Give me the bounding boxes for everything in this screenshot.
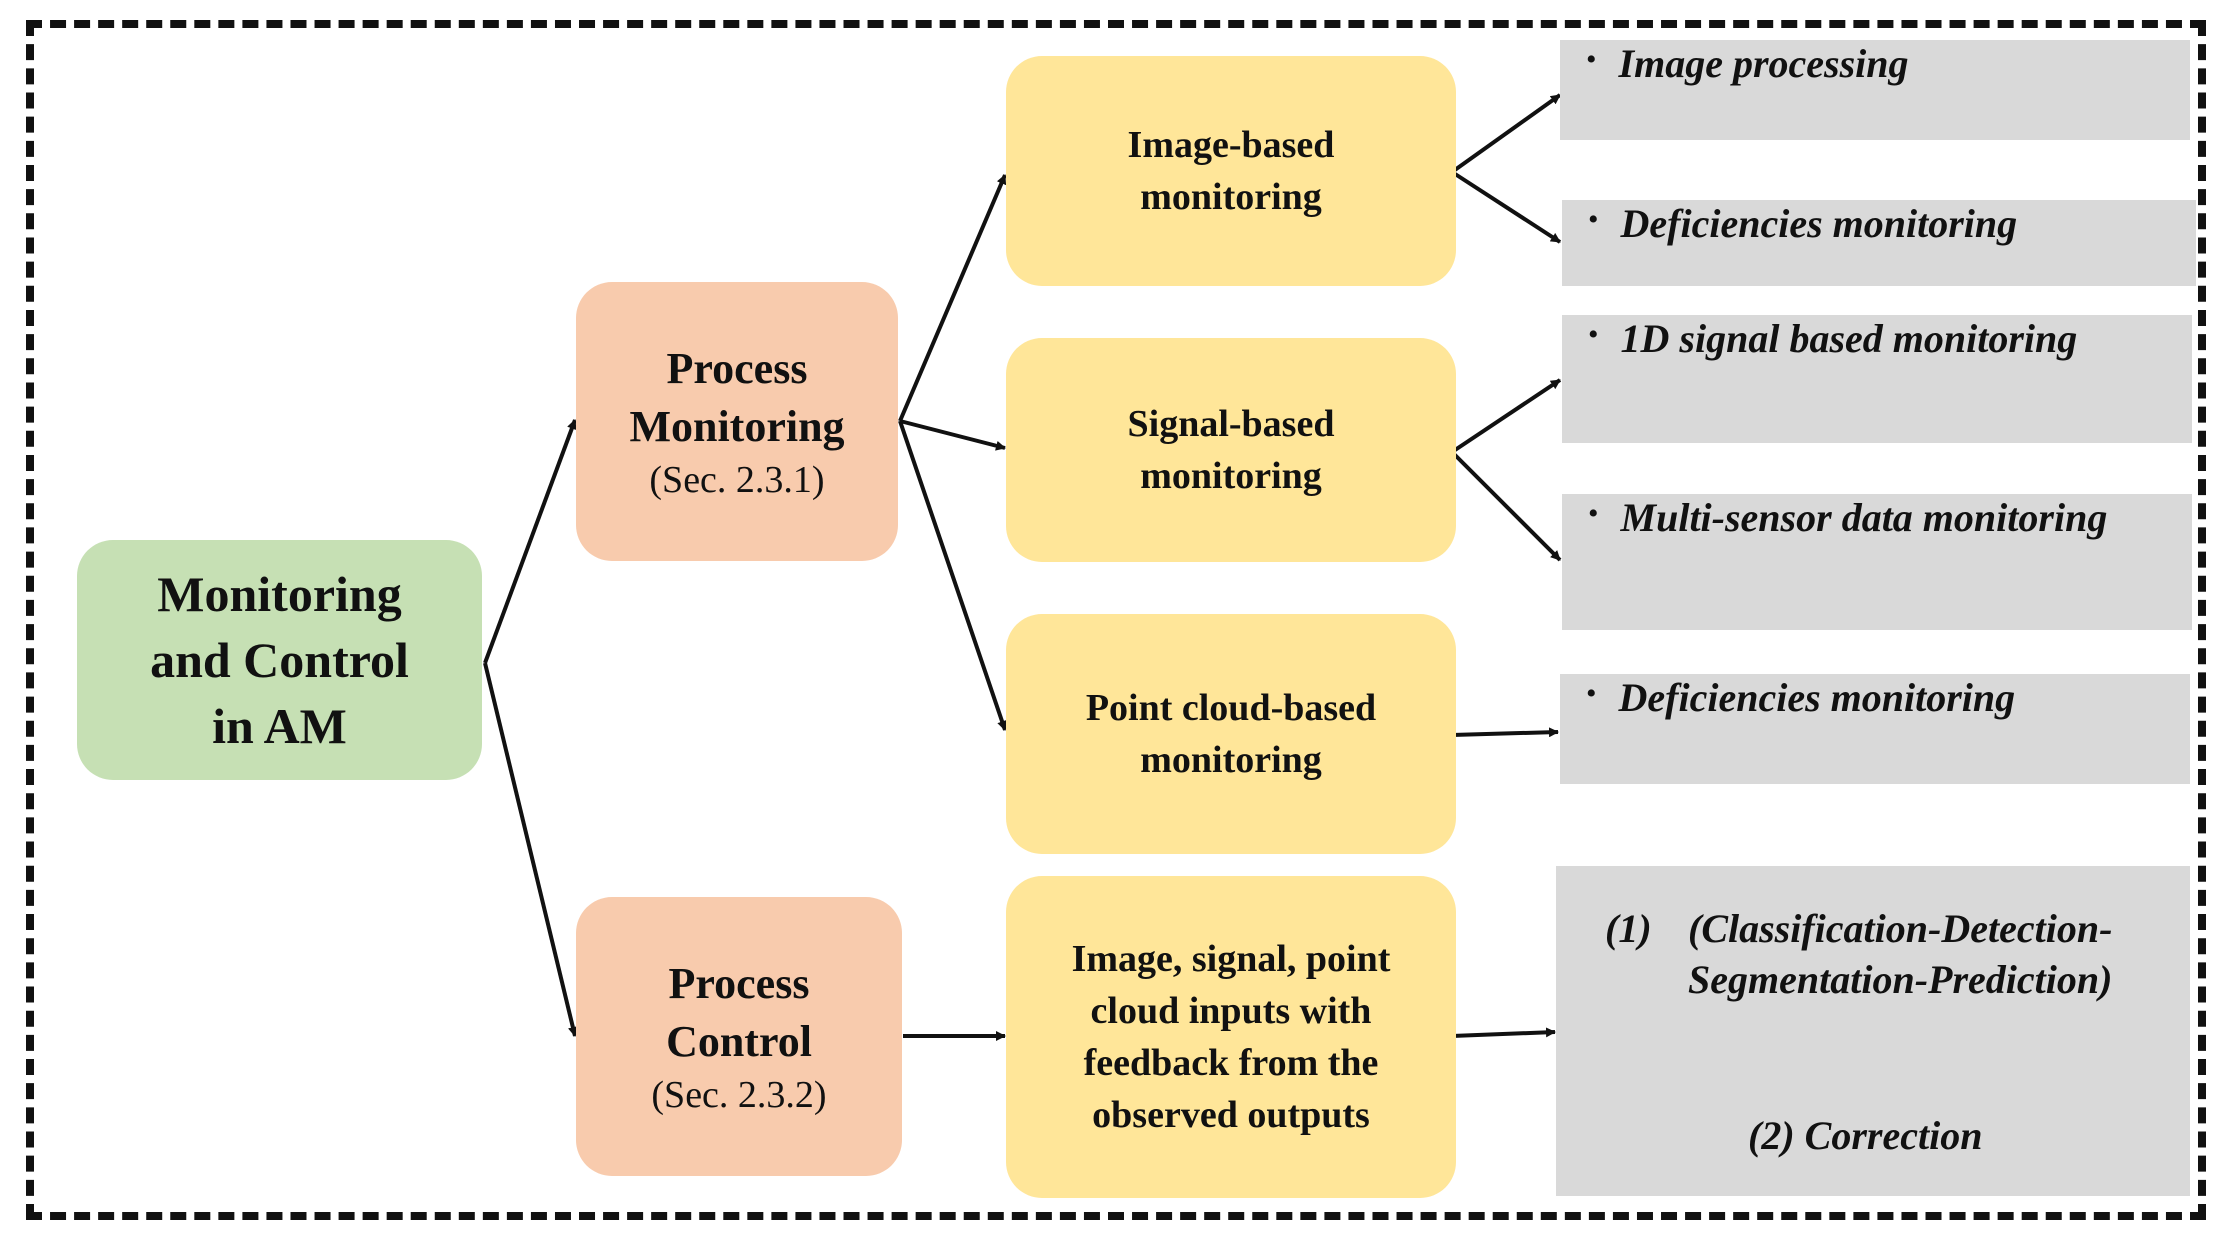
output-image-processing-text: Image processing	[1618, 41, 1909, 86]
process-monitoring-section: (Sec. 2.3.1)	[649, 458, 825, 501]
output-image-deficiencies-text: Deficiencies monitoring	[1620, 201, 2018, 246]
arrow-root-to-control	[483, 662, 578, 1037]
point-cloud-line-2: monitoring	[1140, 739, 1322, 781]
arrow-inputs-to-steps	[1451, 1027, 1556, 1038]
output-1d-signal: • 1D signal based monitoring	[1562, 315, 2192, 443]
control-step-1-line-1: (Classification-Detection-	[1688, 906, 2113, 951]
arrow-image-to-processing	[1450, 93, 1562, 174]
signal-based-line-1: Signal-based	[1127, 403, 1335, 445]
bullet-dot: •	[1586, 677, 1597, 710]
control-inputs-line-3: feedback from the	[1083, 1042, 1379, 1084]
control-inputs-line-1: Image, signal, point	[1071, 938, 1391, 980]
signal-based-node: Signal-based monitoring	[1006, 338, 1456, 562]
output-image-deficiencies: • Deficiencies monitoring	[1562, 200, 2196, 286]
process-control-section: (Sec. 2.3.2)	[651, 1073, 827, 1116]
output-multi-sensor-text: Multi-sensor data monitoring	[1620, 495, 2108, 540]
output-control-steps	[1556, 866, 2190, 1196]
control-step-1-number: (1)	[1605, 906, 1652, 951]
arrow-monitoring-to-pointcloud	[898, 420, 1007, 731]
process-control-node: Process Control (Sec. 2.3.2)	[576, 897, 902, 1176]
output-1d-signal-text: 1D signal based monitoring	[1620, 316, 2078, 361]
root-line-2: and Control	[150, 632, 409, 688]
arrow-monitoring-to-signal	[899, 419, 1006, 451]
image-based-line-1: Image-based	[1127, 124, 1335, 166]
control-inputs-line-2: cloud inputs with	[1090, 990, 1372, 1032]
root-line-1: Monitoring	[157, 566, 402, 622]
root-node: Monitoring and Control in AM	[77, 540, 482, 780]
output-multi-sensor: • Multi-sensor data monitoring	[1562, 494, 2192, 630]
arrow-signal-to-multi	[1450, 450, 1562, 562]
output-pointcloud-deficiencies: • Deficiencies monitoring	[1560, 674, 2190, 784]
arrow-root-to-monitoring	[483, 419, 577, 664]
control-inputs-node: Image, signal, point cloud inputs with f…	[1006, 876, 1456, 1198]
arrow-image-to-deficiencies	[1450, 170, 1562, 244]
process-control-title-1: Process	[668, 958, 810, 1008]
process-monitoring-node: Process Monitoring (Sec. 2.3.1)	[576, 282, 898, 561]
dashed-frame	[26, 20, 2206, 1220]
signal-based-line-2: monitoring	[1140, 455, 1322, 497]
output-pointcloud-deficiencies-text: Deficiencies monitoring	[1618, 675, 2016, 720]
bullet-dot: •	[1588, 318, 1599, 351]
bullet-dot: •	[1588, 497, 1599, 530]
control-step-2: (2) Correction	[1748, 1113, 1983, 1158]
process-control-title-2: Control	[666, 1016, 812, 1066]
control-inputs-line-4: observed outputs	[1092, 1094, 1370, 1136]
point-cloud-based-node: Point cloud-based monitoring	[1006, 614, 1456, 854]
image-based-line-2: monitoring	[1140, 176, 1322, 218]
process-monitoring-title-2: Monitoring	[629, 401, 845, 451]
image-based-node: Image-based monitoring	[1006, 56, 1456, 286]
bullet-dot: •	[1588, 203, 1599, 236]
point-cloud-line-1: Point cloud-based	[1085, 687, 1377, 729]
output-image-processing: • Image processing	[1560, 40, 2190, 140]
arrow-pointcloud-to-deficiencies	[1451, 727, 1559, 738]
arrow-monitoring-to-image	[898, 174, 1007, 422]
bullet-dot: •	[1586, 43, 1597, 76]
control-step-1-line-2: Segmentation-Prediction)	[1688, 957, 2113, 1002]
process-monitoring-title-1: Process	[666, 343, 808, 393]
root-line-3: in AM	[212, 698, 347, 754]
arrow-signal-to-1d	[1450, 378, 1562, 454]
